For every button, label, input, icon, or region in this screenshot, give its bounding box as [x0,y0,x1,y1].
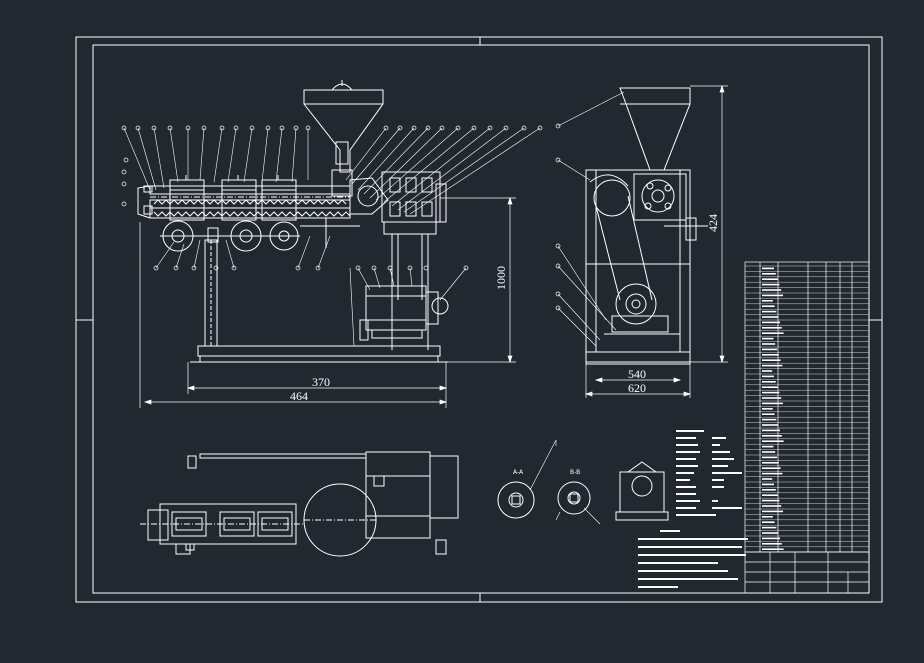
parts-list-row-text [762,510,783,513]
support-stand [190,218,448,363]
parts-list-row-text [762,343,776,345]
parts-list-row-text [762,354,779,356]
drawing-border [75,36,883,603]
hopper-side [619,87,691,171]
parts-list-row-text [762,381,776,383]
parts-list-row-text [762,408,773,410]
dim-side-height: 424 [706,214,720,232]
parts-list-row-text [762,370,773,372]
parts-list-row-text [762,364,783,367]
parts-list-row-text [762,348,777,351]
parts-list-row-text [762,521,775,523]
front-view: 370 464 1000 [121,80,543,408]
parts-list-row-text [762,483,774,486]
parts-list-row-text [762,273,776,275]
technical-specs-block [676,430,742,516]
parts-list-row-text [762,429,780,432]
parts-list-row-text [762,413,775,415]
parts-list-rows [745,265,869,550]
part-balloons-top [121,125,543,207]
parts-list-row-text [762,337,774,340]
technical-requirements-block [638,530,748,588]
parts-list-row-text [762,289,782,291]
parts-list-row-text [762,537,780,540]
parts-list-row-text [762,391,780,394]
section-b-label: B-B [570,469,580,476]
part-leaders-bottom [155,235,467,347]
parts-list-row-text [762,548,784,550]
front-dimension-lines [139,196,516,408]
parts-list-row-text [762,267,774,270]
parts-list-row-text [762,543,782,545]
parts-list-row-text [762,435,782,437]
top-view [140,451,459,557]
parts-list-row-text [762,332,784,334]
parts-list-row-text [762,300,773,302]
side-balloons [555,123,561,311]
belt-drive [589,174,680,335]
parts-list-row-text [762,397,782,399]
parts-list-row-text [762,532,779,534]
cooling-fans [160,220,300,252]
section-details [497,439,669,525]
parts-list-row-text [762,375,774,378]
dim-side-540: 540 [628,367,646,381]
gearbox-housing [381,171,447,350]
dim-front-370: 370 [312,375,330,389]
part-leaders-top [123,127,541,215]
hopper-front [303,80,384,197]
dim-front-464: 464 [290,389,308,403]
parts-list-row-text [762,526,777,529]
part-balloons-bottom [153,265,469,271]
parts-list-row-text [762,456,777,459]
title-block [744,551,870,594]
parts-list-row-text [762,494,778,496]
side-view: 540 620 424 [555,84,728,398]
motor-front [359,285,449,341]
parts-list-row-text [762,310,777,313]
parts-list-row-text [762,445,774,448]
parts-list-row-text [762,505,782,507]
side-gearbox [633,173,708,241]
parts-list-row-text [762,478,773,480]
parts-list-row-text [762,499,780,502]
section-a-label: A-A [513,469,524,476]
parts-list-row-text [762,386,778,388]
side-dimension-lines [584,84,728,398]
parts-list-row-text [762,418,777,421]
parts-list-row-text [762,278,778,280]
parts-list-row-text [762,472,783,475]
parts-list-row-text [762,402,783,405]
barrel-front [137,175,389,221]
parts-list-row-text [762,516,773,518]
parts-list-row-text [762,359,781,361]
parts-list-row-text [762,451,776,453]
parts-list-row-text [762,294,783,297]
parts-list-row-text [762,316,779,318]
parts-list-row-text [762,440,784,442]
parts-list-row-text [762,305,775,307]
dim-front-height: 1000 [494,266,508,290]
parts-list-row-text [762,462,779,464]
parts-list-row-text [762,321,780,324]
parts-list-row-text [762,283,780,286]
dim-side-620: 620 [628,381,646,395]
parts-list-row-text [762,467,781,469]
side-leaders [557,91,625,347]
side-frame [585,169,691,365]
parts-list-row-text [762,424,779,426]
parts-list-row-text [762,327,782,329]
parts-list-row-text [762,489,776,491]
